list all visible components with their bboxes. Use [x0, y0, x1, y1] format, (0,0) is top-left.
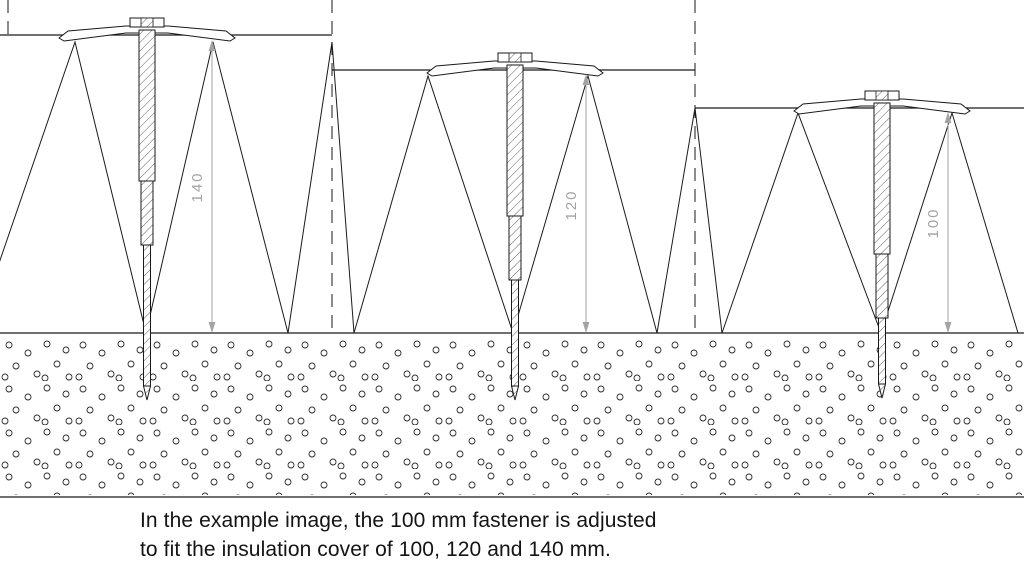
fastener-plate — [58, 25, 236, 42]
fastener-screw-tip — [510, 385, 520, 401]
insulation-zigzag-right — [721, 111, 1019, 335]
arrow-up-icon — [582, 74, 590, 85]
caption: In the example image, the 100 mm fastene… — [140, 506, 657, 564]
arrow-up-icon — [944, 112, 952, 123]
caption-line-2: to fit the insulation cover of 100, 120 … — [140, 538, 611, 561]
fastener-screw-shaft — [143, 244, 151, 387]
arrow-up-icon — [208, 40, 216, 51]
fastener-plate — [426, 60, 604, 77]
dimension-140: 140 — [189, 40, 216, 333]
fastener-140 — [58, 17, 236, 401]
fastener-screw-tip — [877, 383, 887, 399]
fastener-screw-shaft — [511, 279, 519, 387]
fastener-screw-head — [875, 90, 889, 101]
fastener-screw-shaft — [878, 317, 886, 385]
dimension-100: 100 — [925, 112, 952, 333]
fastener-sleeve-lower — [140, 180, 154, 246]
fastener-100 — [793, 90, 971, 399]
caption-line-1: In the example image, the 100 mm fastene… — [140, 509, 657, 532]
dimension-label-100: 100 — [925, 207, 942, 238]
fastener-sleeve-upper — [506, 64, 524, 217]
fastener-sleeve-upper — [873, 102, 891, 255]
insulation-zigzag-middle — [353, 74, 723, 335]
fastener-screw-head — [508, 52, 522, 63]
fastener-screw-tip — [142, 385, 152, 401]
fastener-plate — [793, 98, 971, 115]
fastener-120 — [426, 52, 604, 401]
arrow-down-icon — [208, 322, 216, 333]
arrow-down-icon — [582, 322, 590, 333]
dimension-120: 120 — [563, 74, 590, 333]
panel-dividers — [7, 0, 696, 333]
fastener-screw-head — [140, 17, 154, 28]
dimension-label-120: 120 — [563, 189, 580, 220]
fastener-sleeve-lower — [508, 215, 522, 281]
arrow-down-icon — [944, 322, 952, 333]
fastener-sleeve-upper — [138, 29, 156, 182]
dimension-label-140: 140 — [189, 171, 206, 202]
fastener-sleeve-lower — [875, 253, 889, 319]
insulation-zigzag-left — [0, 40, 355, 334]
